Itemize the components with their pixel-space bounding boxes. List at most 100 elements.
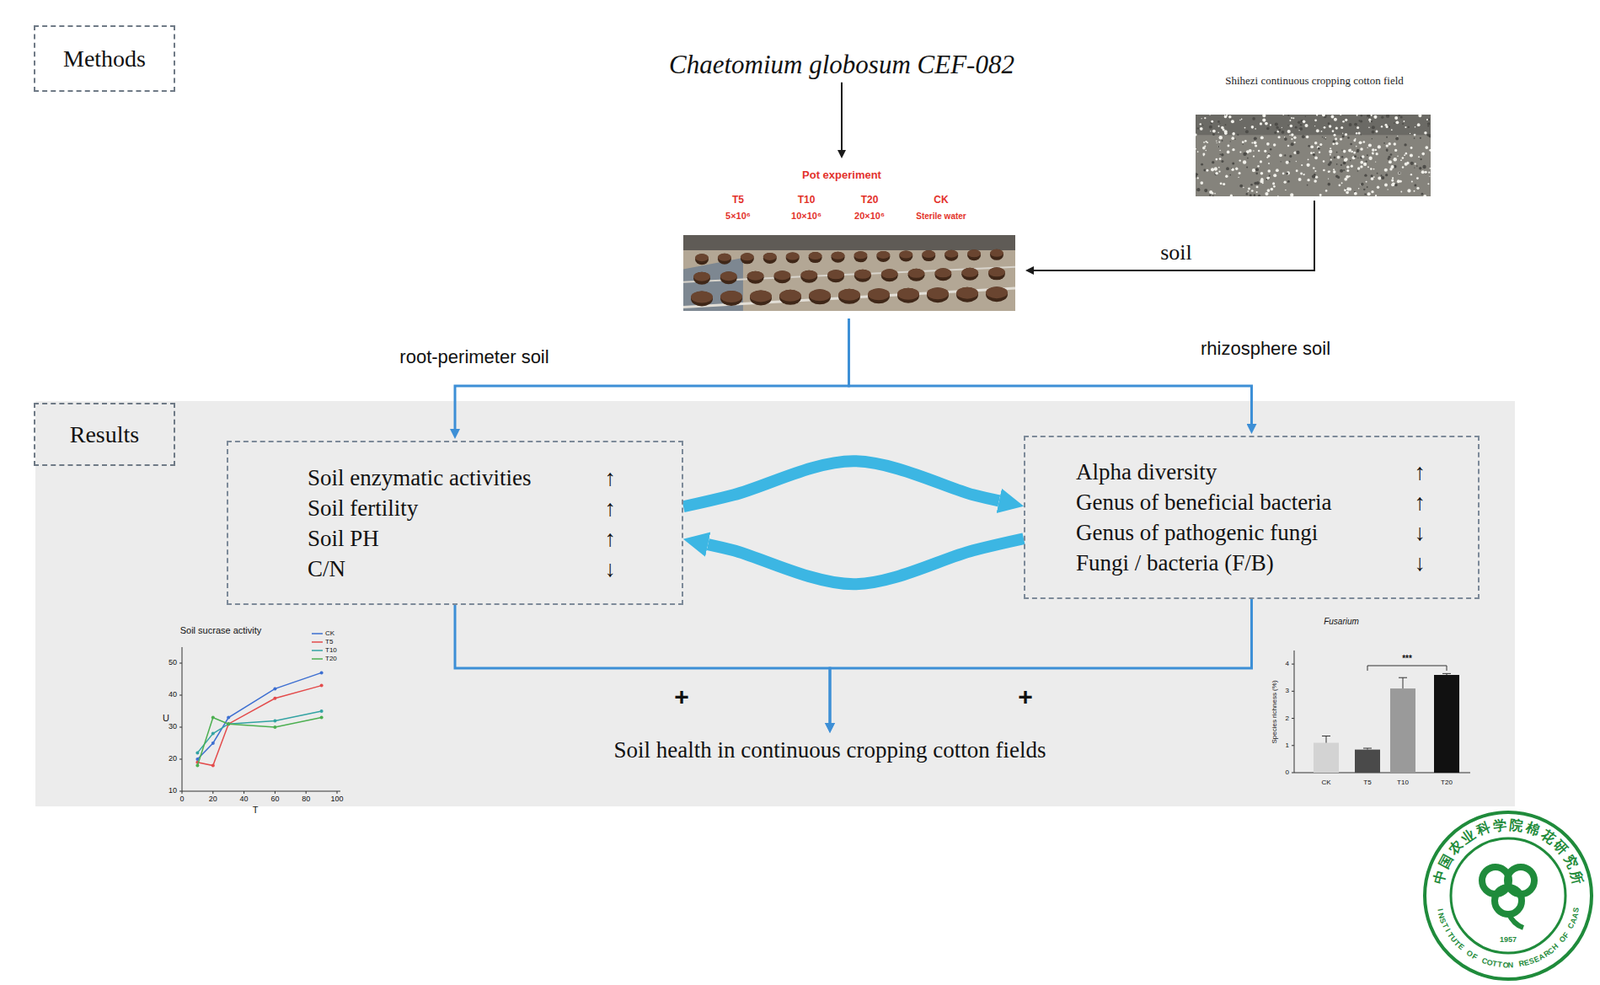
cotton-dot [1288, 160, 1290, 163]
cotton-dot [1373, 176, 1376, 178]
cotton-dot [1327, 163, 1332, 167]
cotton-dot [1229, 174, 1231, 177]
cotton-dot [1402, 156, 1405, 160]
pot-soil [854, 269, 872, 279]
cotton-dot [1278, 128, 1281, 132]
cotton-dot [1370, 190, 1374, 193]
section-tag: Results [33, 402, 176, 466]
pot-soil [967, 249, 981, 257]
results-panel [35, 401, 1515, 807]
cotton-dot [1336, 151, 1338, 154]
cotton-dot [1289, 155, 1292, 158]
cotton-dot [1270, 187, 1274, 192]
cotton-dot [1376, 172, 1379, 175]
cotton-dot [1351, 150, 1354, 153]
cotton-dot [1278, 135, 1281, 139]
cotton-dot [1349, 160, 1352, 162]
treatment-label: 20×10⁶ [854, 210, 885, 221]
cotton-dot [1393, 142, 1397, 145]
cotton-dot [1262, 114, 1266, 118]
pot-soil [853, 251, 867, 259]
pot-soil [747, 271, 765, 281]
cotton-dot [1219, 149, 1221, 151]
logo-ring [1424, 812, 1592, 980]
cotton-dot [1212, 133, 1215, 136]
tick-label: 2 [1285, 714, 1290, 723]
pot [695, 253, 709, 265]
cotton-dot [1388, 125, 1391, 128]
pot [876, 251, 890, 263]
tick-label: 0 [179, 795, 184, 804]
cotton-dot [1377, 176, 1381, 180]
cotton-dot [1287, 180, 1290, 183]
cotton-dot [1343, 188, 1347, 192]
error-bar [1321, 736, 1331, 744]
cotton-dot [1427, 133, 1430, 137]
cotton-dot [1279, 160, 1281, 162]
cotton-dot [1412, 190, 1415, 193]
pot [717, 253, 732, 265]
cotton-dot [1428, 149, 1431, 152]
flow-arrow [1033, 200, 1315, 271]
cotton-dot [1345, 159, 1347, 161]
tick-mark [1291, 690, 1295, 692]
cotton-dot [1413, 166, 1415, 168]
cotton-dot [1325, 138, 1328, 140]
cotton-dot [1230, 140, 1231, 142]
cotton-dot [1286, 171, 1290, 175]
result-item: Genus of beneficial bacteria [1075, 486, 1381, 518]
trend-arrow: ↓ [1414, 547, 1427, 578]
cotton-dot [1332, 129, 1335, 133]
cotton-dot [1342, 120, 1345, 124]
cotton-dot [1417, 123, 1421, 127]
cotton-dot [1246, 192, 1249, 196]
cotton-dot [1225, 175, 1228, 178]
cotton-dot [1236, 133, 1239, 136]
pot-soil [961, 267, 979, 278]
cotton-dot [1231, 148, 1235, 151]
cotton-dot [1244, 152, 1247, 156]
cotton-dot [1327, 182, 1332, 187]
cotton-dot [1312, 151, 1315, 154]
cotton-dot [1423, 131, 1427, 134]
cotton-dot [1299, 127, 1303, 131]
cotton-dot [1219, 135, 1223, 140]
cotton-dot [1360, 114, 1363, 117]
cotton-dot [1295, 169, 1299, 172]
cotton-dot [1273, 143, 1277, 147]
data-point [320, 684, 324, 688]
cotton-dot [1318, 150, 1321, 153]
photo-shadow [683, 235, 1016, 251]
pot [786, 252, 800, 264]
logo-text: INSTITUTE OF COTTON RESEARCH OF CAAS [1415, 802, 1600, 985]
pot-soil [988, 267, 1006, 277]
pot-soil [897, 288, 920, 300]
cotton-dot [1219, 157, 1222, 161]
cotton-dot [1329, 156, 1332, 159]
cotton-dot [1203, 141, 1205, 144]
cotton-dot [1427, 122, 1430, 125]
tick-label: 1 [1285, 741, 1290, 750]
pot [926, 287, 949, 303]
flow-arrow [829, 599, 1253, 723]
cotton-dot [1331, 115, 1335, 119]
pot-soil [720, 271, 738, 281]
cotton-dot [1214, 166, 1218, 171]
cotton-dot [1256, 191, 1258, 193]
cotton-dot [1385, 125, 1389, 129]
cotton-dot [1319, 193, 1322, 197]
tick-label: 50 [168, 658, 177, 668]
pot [989, 249, 1004, 261]
cotton-dot [1335, 174, 1339, 178]
cotton-dot [1293, 136, 1296, 140]
cotton-dot [1337, 155, 1341, 160]
cotton-dot [1203, 168, 1206, 172]
cotton-dot [1339, 169, 1344, 173]
pot [808, 288, 831, 305]
legend-label: T5 [325, 638, 333, 646]
pot-soil [773, 270, 791, 280]
tick-label: 0 [1285, 769, 1290, 777]
cotton-dot [1396, 120, 1400, 124]
tick-label: 3 [1285, 687, 1290, 696]
tick-mark [212, 791, 214, 794]
